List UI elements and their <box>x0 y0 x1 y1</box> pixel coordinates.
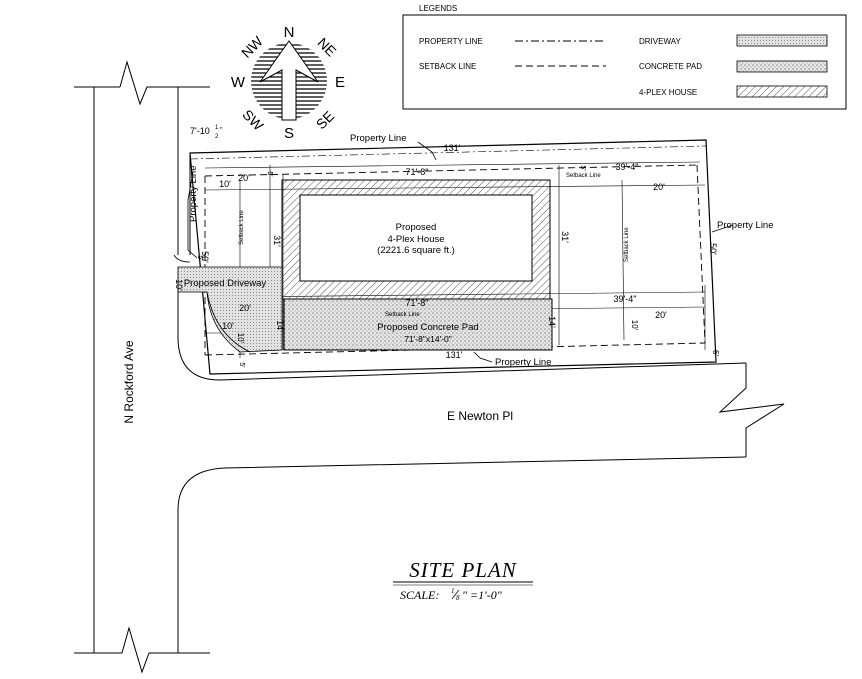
dim-bottom-131: 131' <box>446 350 463 360</box>
title-block: SITE PLAN SCALE: 1 8 " =1'-0" <box>393 558 533 602</box>
setback-line-label-mid: Setback Line <box>385 312 420 318</box>
property-line-label-right: Property Line <box>717 220 774 231</box>
dim-10-top-left: 10' <box>219 179 231 189</box>
legend-house-label: 4-PLEX HOUSE <box>639 88 697 97</box>
dim-7-10-frac-n: 1 <box>215 125 219 131</box>
dim-5-a: 5' <box>266 171 273 176</box>
compass-se: SE <box>313 108 338 133</box>
dim-10-driveway: 10' <box>174 279 184 291</box>
legend-house-swatch <box>736 85 828 98</box>
dim-31-left: 31' <box>272 235 282 247</box>
house-label-1: Proposed <box>396 222 437 233</box>
dim-5-c: 5' <box>196 255 203 260</box>
dim-20-bottom-left: 20' <box>239 303 251 313</box>
setback-line-label-left: Setback Line <box>239 210 245 245</box>
dim-50-right: 50' <box>708 243 718 255</box>
dim-14-right: 14' <box>547 316 557 328</box>
dim-7-10: 7'-10 <box>190 126 210 136</box>
pad-label-1: Proposed Concrete Pad <box>377 322 478 333</box>
svg-text:": " <box>220 127 223 134</box>
dim-6: 6' <box>711 350 720 356</box>
legend-setback-line-label: SETBACK LINE <box>419 62 476 71</box>
legend-concrete-pad-swatch <box>736 60 828 73</box>
house-label-2: 4-Plex House <box>387 234 444 245</box>
dim-10-right-vert: 10' <box>630 320 639 331</box>
setback-line-label-right: Setback Line <box>624 227 630 262</box>
street-label-newton: E Newton Pl <box>447 409 513 423</box>
compass-e: E <box>335 74 345 91</box>
dim-5-d: 5' <box>238 362 245 367</box>
legend-driveway-label: DRIVEWAY <box>639 37 681 46</box>
drawing-title: SITE PLAN <box>409 558 517 582</box>
setback-line-label-top: Setback Line <box>566 173 601 179</box>
compass-ne: NE <box>314 34 339 59</box>
scale-rest: " =1'-0" <box>462 588 503 602</box>
dim-71-8-top: 71'-8" <box>406 167 429 177</box>
house-interior <box>299 194 533 282</box>
driveway-label: Proposed Driveway <box>184 278 267 289</box>
dim-31-right: 31' <box>560 231 570 243</box>
compass-w: W <box>231 74 246 91</box>
property-line-label-left: Property Line <box>188 165 199 222</box>
plan-labels: Property Line Property Line Property Lin… <box>122 133 774 424</box>
dim-7-10-frac-d: 2 <box>215 134 219 140</box>
dim-10-left-vert: 10' <box>236 333 245 344</box>
dim-20-top-right: 20' <box>653 182 665 192</box>
legend-title: LEGENDS <box>419 4 457 13</box>
dimension-labels: 131' 131' 7'-10 1 2 " 71'-8" 71'-8" 39'-… <box>174 125 720 368</box>
street-label-rockford: N Rockford Ave <box>122 340 136 423</box>
setback-lines <box>204 164 706 356</box>
property-line-label-top: Property Line <box>350 133 407 144</box>
pad-label-2: 71'-8"x14'-0" <box>404 334 452 344</box>
dim-20-bottom-right: 20' <box>655 310 667 320</box>
property-line-label-bottom: Property Line <box>495 357 552 368</box>
dim-14-left: 14' <box>275 320 285 332</box>
legend-concrete-pad-label: CONCRETE PAD <box>639 62 702 71</box>
scale-frac-d: 8 <box>456 594 460 602</box>
dim-39-4-top: 39'-4" <box>616 162 639 172</box>
house-label-3: (2221.6 square ft.) <box>377 245 455 256</box>
compass-s: S <box>284 125 294 142</box>
streets <box>74 60 785 674</box>
dim-50-left: 50' <box>200 251 210 263</box>
compass-n: N <box>284 24 295 41</box>
dim-5-b: 5' <box>579 165 586 170</box>
scale-label: SCALE: <box>400 588 439 602</box>
dim-71-8-bottom: 71'-8" <box>406 298 429 308</box>
legend-property-line-label: PROPERTY LINE <box>419 37 483 46</box>
legend-box: LEGENDS PROPERTY LINE SETBACK LINE DRIVE… <box>402 4 847 110</box>
north-arrow-compass-icon: N S E W NE NW SE SW <box>231 24 345 142</box>
dim-top-131: 131' <box>444 143 461 153</box>
dim-10-bottom-left: 10' <box>222 321 234 331</box>
property-boundary <box>189 139 717 375</box>
legend-driveway-swatch <box>736 34 828 47</box>
compass-sw: SW <box>239 106 267 134</box>
dim-20-top-left: 20' <box>238 173 250 183</box>
dim-39-4-bottom: 39'-4" <box>614 294 637 304</box>
proposed-concrete-pad <box>283 298 553 351</box>
scale-frac-n: 1 <box>451 587 455 595</box>
